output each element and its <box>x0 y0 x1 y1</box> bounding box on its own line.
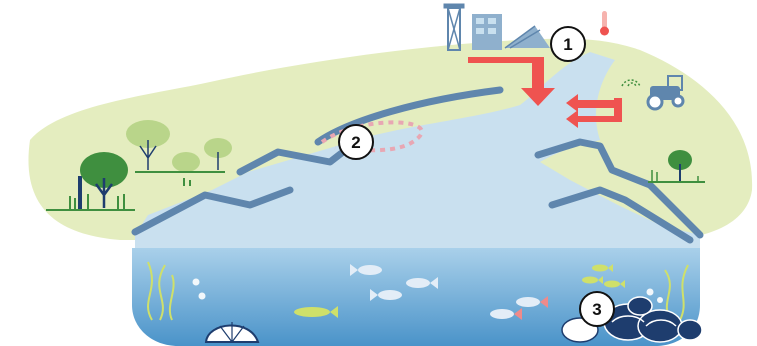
fish-icon <box>370 289 402 301</box>
bubbles <box>192 278 663 303</box>
fish-icon <box>294 306 338 318</box>
trees-right <box>648 150 705 183</box>
factory-icon <box>443 3 550 51</box>
marker-3: 3 <box>579 291 615 327</box>
fish-school <box>294 264 625 320</box>
marker-1: 1 <box>550 26 586 62</box>
fish-icon <box>592 264 613 272</box>
fish-icon <box>582 276 603 284</box>
seaweed-left <box>147 261 175 321</box>
fish-icon <box>516 296 548 308</box>
estuary-water <box>135 52 700 260</box>
thermometer-icon <box>600 11 609 36</box>
fish-icon <box>604 280 625 288</box>
fish-icon <box>350 264 382 276</box>
mussel-bed-icon <box>561 296 703 343</box>
fish-icon <box>490 308 522 320</box>
sea-water <box>132 248 700 346</box>
svg-text:2: 2 <box>351 133 360 152</box>
embankment-right <box>534 138 704 244</box>
trees-left <box>46 120 232 211</box>
pollution-arrow-factory <box>468 57 555 106</box>
shell-icon <box>204 322 260 343</box>
svg-text:1: 1 <box>563 35 572 54</box>
svg-text:3: 3 <box>592 300 601 319</box>
pollution-arrow-farm <box>566 94 622 128</box>
tractor-icon <box>621 75 685 111</box>
marker-2: 2 <box>338 124 374 160</box>
fish-icon <box>406 277 438 289</box>
